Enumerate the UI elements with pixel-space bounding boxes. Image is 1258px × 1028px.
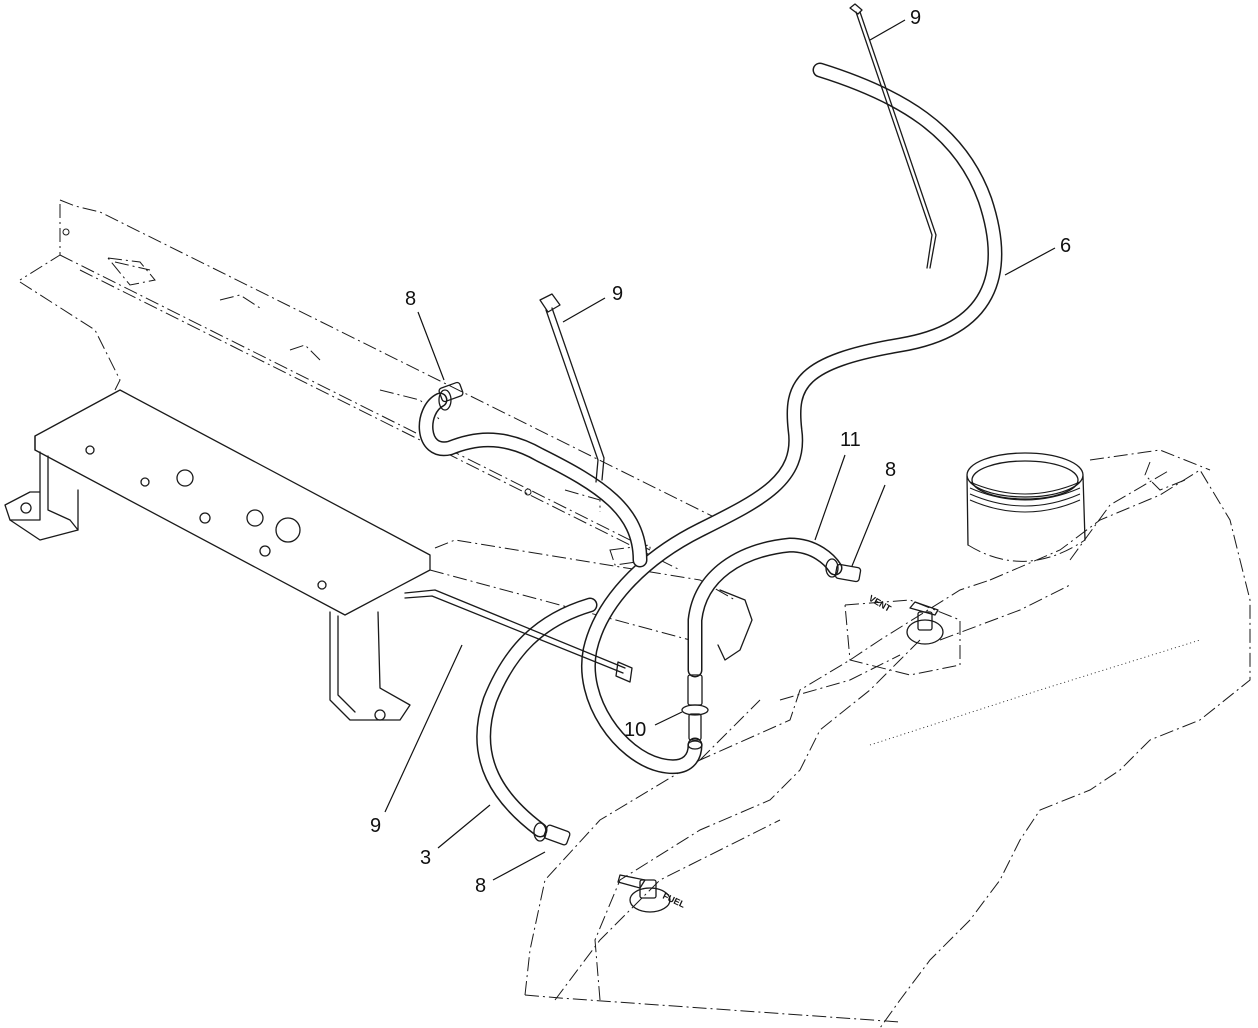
callout-9-mid: 9 xyxy=(612,283,623,305)
hose-6 xyxy=(581,62,1003,775)
callout-9-top: 9 xyxy=(910,7,921,29)
frame-phantom xyxy=(19,199,721,571)
fuel-tank xyxy=(524,449,1251,1028)
clamp-8-left xyxy=(438,381,464,411)
callout-6: 6 xyxy=(1060,235,1071,257)
crossmember xyxy=(429,488,753,661)
hose-fuel-tank xyxy=(594,639,921,1001)
callout-11: 11 xyxy=(840,429,861,451)
callout-10: 10 xyxy=(624,719,646,741)
callouts: 9 6 9 8 11 8 10 9 3 8 xyxy=(370,7,1071,897)
callout-9-bottom: 9 xyxy=(370,815,381,837)
callout-8-left: 8 xyxy=(405,288,416,310)
cable-tie-top xyxy=(849,3,937,269)
mounting-plate xyxy=(4,389,431,721)
callout-8-bottom: 8 xyxy=(475,875,486,897)
hose-8-left xyxy=(418,392,648,568)
vent-decal: VENT xyxy=(867,593,893,614)
hose-3 xyxy=(476,597,598,838)
fuel-decal: FUEL xyxy=(661,891,687,910)
callout-3: 3 xyxy=(420,847,431,869)
valve-10 xyxy=(681,674,709,750)
cable-tie-bottom xyxy=(404,589,633,683)
hose-11 xyxy=(687,537,843,678)
clamp-8-right xyxy=(825,558,862,583)
clamp-8-bottom xyxy=(533,822,571,846)
callout-8-right: 8 xyxy=(885,459,896,481)
cable-tie-mid xyxy=(539,293,605,483)
